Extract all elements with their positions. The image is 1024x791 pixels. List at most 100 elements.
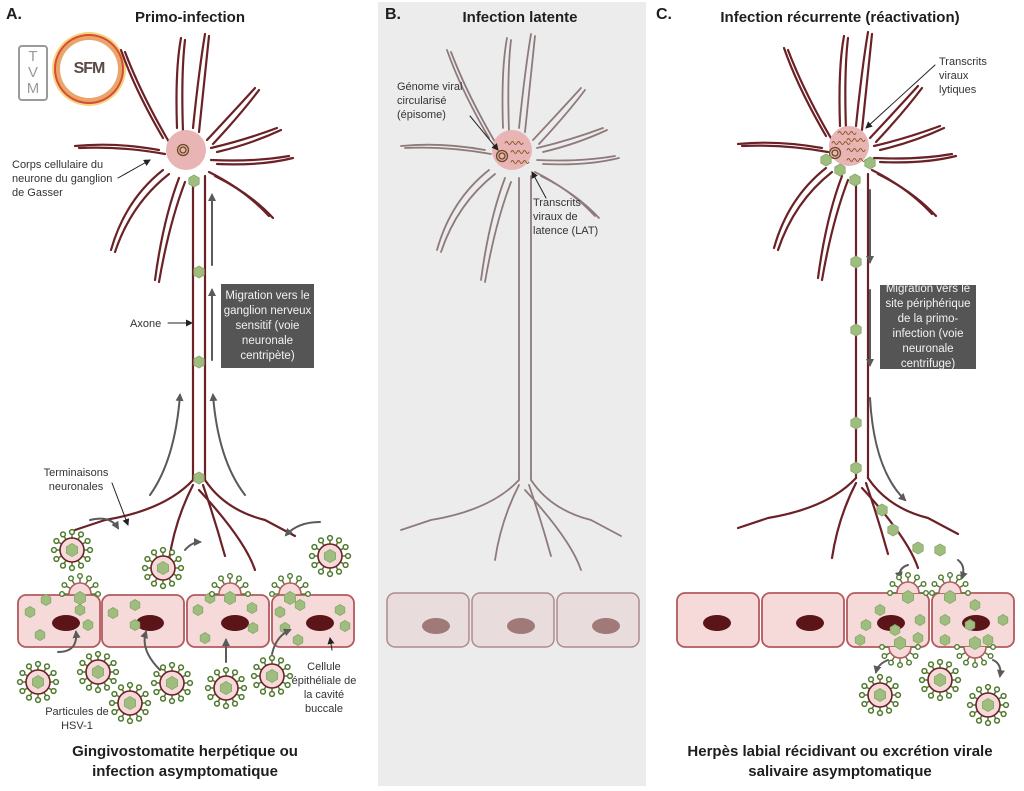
cell-nucleus (52, 615, 80, 631)
glycoprotein-knob (61, 582, 68, 589)
glycoprotein-knob (25, 663, 33, 670)
glycoprotein-knob (213, 669, 221, 676)
neuron-outline (215, 128, 283, 154)
glycoprotein-knob (226, 573, 233, 580)
capsid-icon (283, 591, 297, 605)
budding-virion-icon (208, 573, 251, 605)
neuron-outline (878, 154, 958, 164)
glycoprotein-knob (85, 575, 92, 582)
glycoprotein-knob (311, 561, 318, 569)
capsid-icon (188, 174, 200, 188)
glycoprotein-knob (284, 663, 291, 671)
glycoprotein-knob (892, 700, 899, 708)
glycoprotein-knob (111, 708, 118, 716)
glycoprotein-knob (19, 669, 26, 677)
neuron-outline (864, 481, 890, 556)
neuron-outline (215, 156, 295, 166)
capsid-icon (934, 673, 946, 687)
glycoprotein-knob (956, 574, 963, 581)
glycoprotein-knob (43, 663, 51, 670)
hsv1-virion-icon (918, 658, 962, 702)
glycoprotein-knob (110, 677, 117, 685)
glycoprotein-knob (889, 581, 896, 588)
glycoprotein-knob (993, 717, 1001, 724)
glycoprotein-knob (177, 564, 185, 572)
neuron-outline (786, 48, 834, 142)
glycoprotein-knob (335, 537, 343, 544)
neuron-outline (213, 174, 275, 220)
neuron-outline (205, 86, 257, 142)
glycoprotein-knob (110, 659, 117, 667)
transcript-icon (504, 141, 524, 145)
glycoprotein-knob (150, 580, 158, 587)
glycoprotein-knob (962, 581, 969, 588)
capsid-icon (820, 153, 832, 167)
bud-membrane (68, 582, 92, 595)
glycoprotein-knob (335, 568, 343, 575)
neuron-outline (776, 170, 834, 252)
hsv1-virion-icon (108, 681, 152, 725)
neuron-outline (109, 168, 165, 252)
capsid-icon (889, 624, 901, 636)
neuron-outline (740, 144, 830, 154)
glycoprotein-knob (159, 695, 167, 702)
label-terminals: Terminaisons neuronales (43, 467, 109, 493)
glycoprotein-knob (242, 582, 249, 589)
glycoprotein-knob (177, 695, 185, 702)
glycoprotein-knob (308, 552, 316, 560)
capsid-icon (969, 599, 981, 611)
capsid-icon (854, 634, 866, 646)
neuron-outline (816, 174, 844, 280)
capsid-icon (850, 416, 862, 430)
cell-nucleus (703, 615, 731, 631)
glycoprotein-knob (253, 681, 260, 689)
neuron-outline-latent (524, 489, 582, 571)
label-lytic-transcripts: Transcrits viraux lytiques (939, 56, 987, 96)
glycoprotein-knob (111, 690, 118, 698)
neuron-outline-latent (538, 89, 586, 145)
glycoprotein-knob (85, 684, 93, 691)
glycoprotein-knob (79, 677, 86, 685)
glycoprotein-knob (19, 687, 26, 695)
glycoprotein-knob (945, 661, 953, 668)
glycoprotein-knob (76, 573, 83, 580)
hsv1-virion-icon (50, 528, 94, 572)
glycoprotein-knob (50, 546, 58, 554)
glycoprotein-knob (277, 688, 285, 695)
capsid-icon (24, 606, 36, 618)
glycoprotein-knob (1000, 692, 1007, 700)
glycoprotein-knob (947, 572, 954, 579)
episome-inner-ring (498, 152, 506, 160)
glycoprotein-knob (50, 669, 57, 677)
neuron-outline-latent (536, 155, 616, 162)
glycoprotein-knob (59, 531, 67, 538)
neuron-outline (211, 88, 261, 146)
glycoprotein-knob (938, 574, 945, 581)
glycoprotein-knob (990, 644, 997, 651)
glycoprotein-knob (112, 668, 120, 676)
neuron-outline (876, 172, 938, 218)
neuron-outline-latent (501, 37, 508, 129)
glycoprotein-knob (77, 531, 85, 538)
capsid-icon (334, 604, 346, 616)
budding-virion-icon (59, 573, 101, 605)
transcript-icon (510, 150, 530, 154)
episome-inner-ring (831, 149, 839, 157)
capsid-icon (165, 676, 179, 690)
hsv1-virion-icon (204, 666, 248, 710)
glycoprotein-knob (887, 590, 894, 597)
bud-membrane (938, 581, 962, 594)
neuron-outline-latent (400, 479, 520, 531)
capsid-icon (32, 675, 44, 689)
glycoprotein-knob (222, 702, 230, 710)
glycoprotein-knob (317, 568, 325, 575)
panel-c-caption: Herpès labial récidivant ou excrétion vi… (660, 742, 1020, 782)
glycoprotein-knob (126, 717, 134, 725)
cell-nucleus (422, 618, 450, 634)
glycoprotein-knob (259, 657, 267, 664)
capsid-icon (34, 629, 46, 641)
glycoprotein-knob (153, 688, 160, 696)
capsid-icon (193, 355, 205, 369)
glycoprotein-knob (94, 591, 101, 598)
hsv1-virion-icon (966, 683, 1010, 727)
